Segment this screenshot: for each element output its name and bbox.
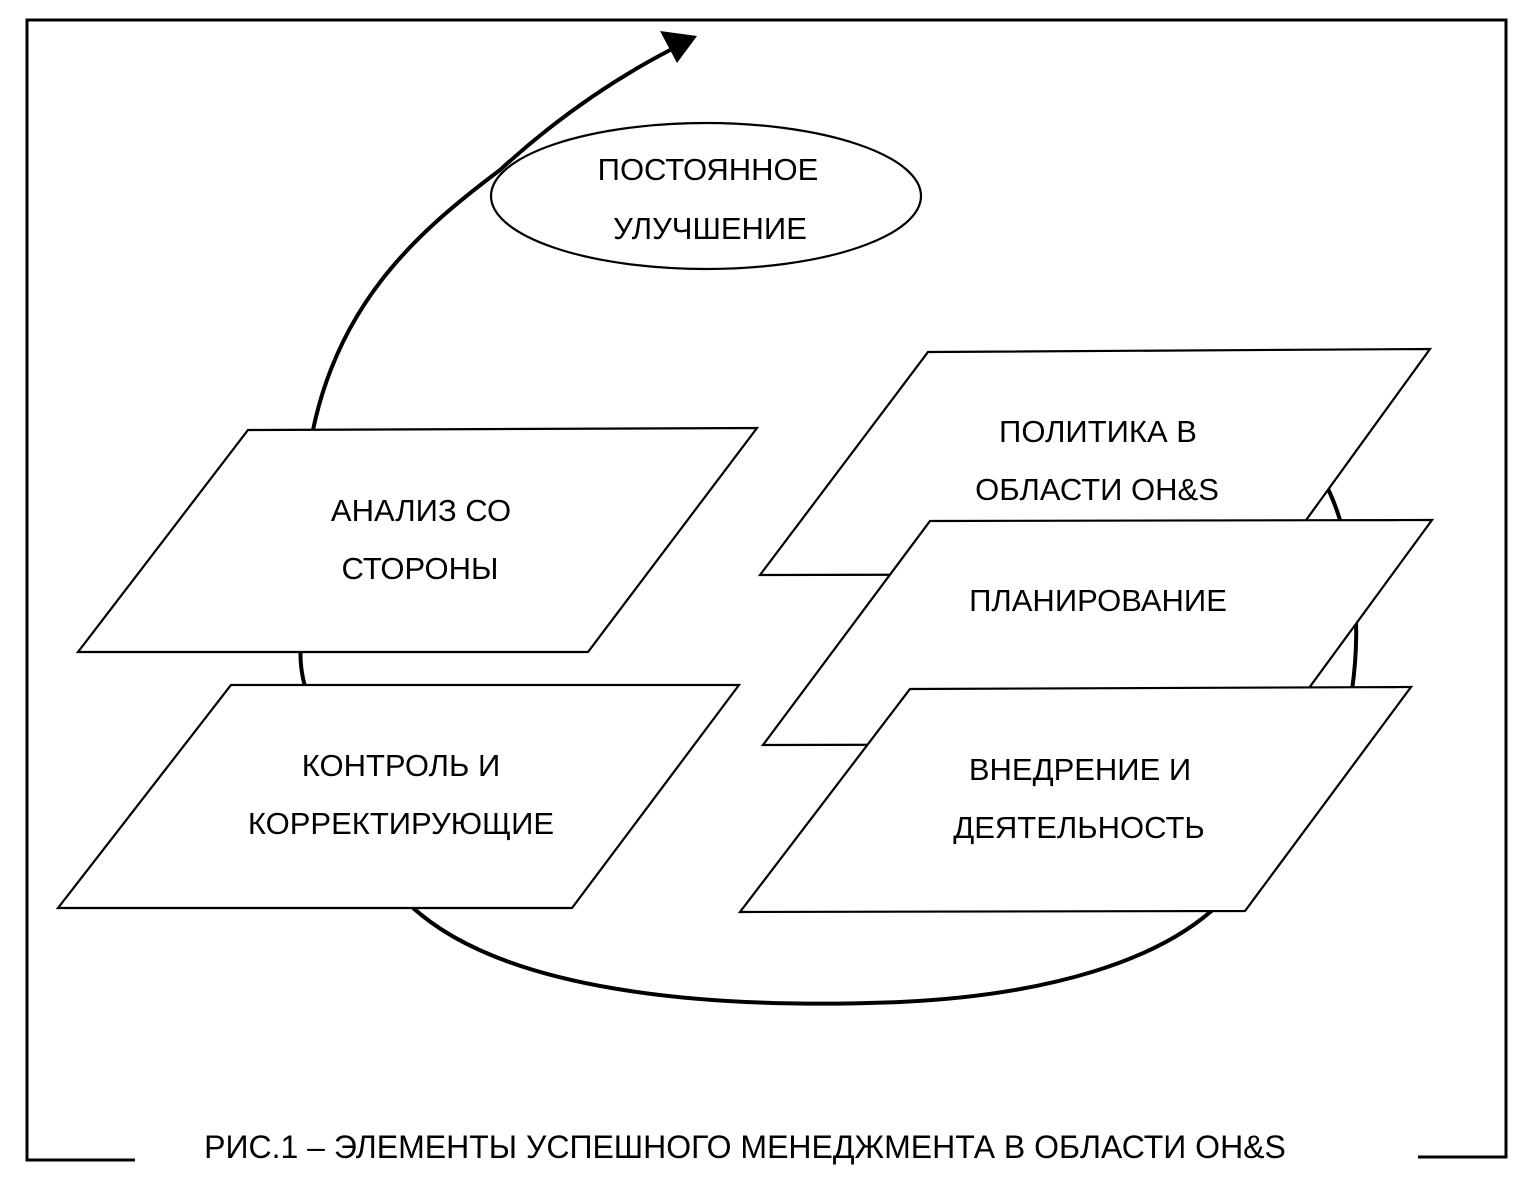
checking-corrective-label-line2: КОРРЕКТИРУЮЩИЕ	[248, 806, 554, 841]
management-review-label-line1: АНАЛИЗ СО	[331, 493, 511, 528]
continual-improvement-label-line2: УЛУЧШЕНИЕ	[613, 211, 807, 246]
oh-s-policy-label-line1: ПОЛИТИКА В	[999, 414, 1197, 449]
cycle-curve-upward	[311, 43, 682, 432]
checking-corrective-plane	[55, 683, 742, 910]
figure-caption: РИС.1 – ЭЛЕМЕНТЫ УСПЕШНОГО МЕНЕДЖМЕНТА В…	[204, 1129, 1286, 1165]
implementation-operation-label-line2: ДЕЯТЕЛЬНОСТЬ	[953, 810, 1205, 845]
continual-improvement-label-line1: ПОСТОЯННОЕ	[598, 152, 819, 187]
implementation-operation-plane	[737, 685, 1414, 914]
management-review-plane	[75, 426, 760, 654]
implementation-operation-label-line1: ВНЕДРЕНИЕ И	[969, 752, 1191, 787]
figure-frame	[25, 18, 1508, 1162]
planning-label: ПЛАНИРОВАНИЕ	[969, 583, 1227, 618]
cycle-curve-bottom	[408, 903, 1220, 1006]
continual-improvement-ellipse	[489, 121, 923, 271]
checking-corrective-label-line1: КОНТРОЛЬ И	[302, 748, 501, 783]
management-review-label-line2: СТОРОНЫ	[342, 551, 499, 586]
oh-s-policy-label-line2: ОБЛАСТИ OH&S	[975, 472, 1219, 507]
arrow-head-icon	[660, 31, 697, 63]
